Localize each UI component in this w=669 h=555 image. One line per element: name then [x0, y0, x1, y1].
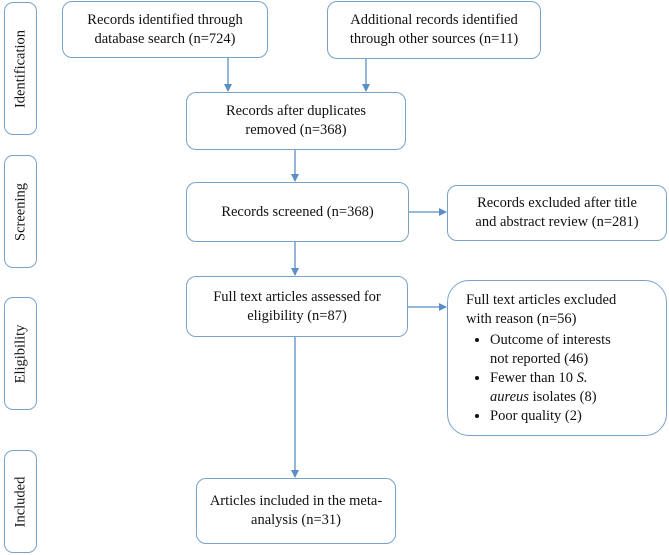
- exclusion-reason-quality-label: Poor quality (2): [490, 408, 582, 424]
- records-after-duplicates-line2: removed (n=368): [245, 122, 347, 138]
- exclusion-reason-outcome-line1: Outcome of interests: [490, 332, 611, 348]
- records-db-search-line2: database search (n=724): [94, 30, 236, 47]
- exclusion-reason-outcome-line2: not reported (46): [490, 351, 589, 367]
- full-text-excluded-heading-line1: Full text articles excluded: [466, 292, 617, 308]
- records-excluded-title-box: Records excluded after title and abstrac…: [447, 185, 667, 241]
- full-text-assessed-line1: Full text articles assessed for: [213, 288, 381, 305]
- exclusion-reason-outcome: Outcome of interests not reported (46): [490, 331, 656, 369]
- stage-identification: Identification: [4, 2, 37, 135]
- full-text-assessed-line2: eligibility (n=87): [247, 307, 347, 324]
- articles-included-line1: Articles included in the meta-: [209, 493, 383, 509]
- articles-included-line2: analysis (n=31): [251, 512, 341, 528]
- articles-included-box: Articles included in the meta- analysis …: [196, 478, 396, 544]
- exclusion-reason-isolates: Fewer than 10 S. aureus isolates (8): [490, 369, 656, 407]
- exclusion-reason-isolates-pre: Fewer than 10: [490, 370, 577, 386]
- records-screened-box: Records screened (n=368): [186, 182, 409, 242]
- stage-included: Included: [4, 450, 37, 553]
- records-other-sources-line2: through other sources (n=11): [349, 31, 519, 47]
- records-after-duplicates-line1: Records after duplicates: [225, 103, 367, 119]
- records-excluded-title-line2: and abstract review (n=281): [475, 214, 639, 230]
- species-italic-s: S.: [576, 370, 588, 386]
- exclusion-reason-isolates-post: isolates (8): [528, 389, 597, 405]
- exclusion-reasons-list: Outcome of interests not reported (46) F…: [466, 331, 656, 426]
- species-italic-aureus: aureus: [490, 389, 529, 405]
- exclusion-reason-quality: Poor quality (2): [490, 407, 656, 426]
- records-db-search-box: Records identified through database sear…: [62, 1, 268, 58]
- full-text-assessed-box: Full text articles assessed for eligibil…: [186, 276, 408, 337]
- stage-eligibility: Eligibility: [4, 297, 37, 410]
- full-text-excluded-box: Full text articles excluded with reason …: [447, 280, 667, 436]
- records-excluded-title-line1: Records excluded after title: [477, 195, 637, 211]
- stage-screening: Screening: [4, 155, 37, 268]
- records-other-sources-line1: Additional records identified: [350, 12, 518, 28]
- records-screened-label: Records screened (n=368): [221, 203, 374, 220]
- records-after-duplicates-box: Records after duplicates removed (n=368): [186, 92, 406, 150]
- full-text-excluded-heading-line2: with reason (n=56): [466, 311, 577, 327]
- records-other-sources-box: Additional records identified through ot…: [327, 1, 541, 59]
- records-db-search-line1: Records identified through: [87, 11, 243, 28]
